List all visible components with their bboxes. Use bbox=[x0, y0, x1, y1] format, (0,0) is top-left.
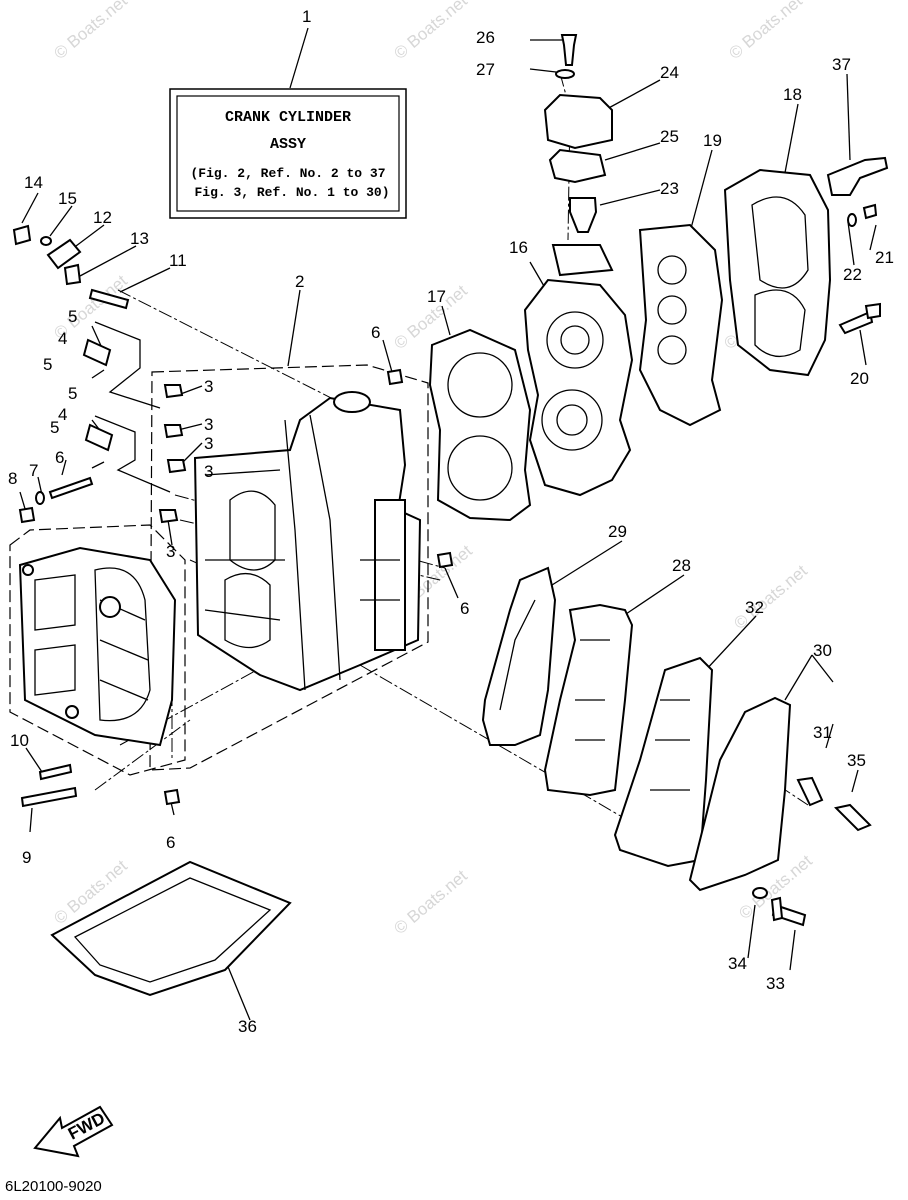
part-number: 24 bbox=[660, 63, 679, 82]
part-number: 4 bbox=[58, 405, 67, 424]
part-number: 6 bbox=[166, 833, 175, 852]
part-number: 16 bbox=[509, 238, 528, 257]
part-number: 3 bbox=[204, 462, 213, 481]
part-number: 1 bbox=[302, 7, 311, 26]
info-box-line4: Fig. 3, Ref. No. 1 to 30) bbox=[194, 185, 389, 200]
part-number: 25 bbox=[660, 127, 679, 146]
part-number: 8 bbox=[8, 469, 17, 488]
part-number: 4 bbox=[58, 329, 67, 348]
part-number: 12 bbox=[93, 208, 112, 227]
part-number: 32 bbox=[745, 598, 764, 617]
part-number: 3 bbox=[204, 377, 213, 396]
part-number: 17 bbox=[427, 287, 446, 306]
part-number: 10 bbox=[10, 731, 29, 750]
part-number: 6 bbox=[371, 323, 380, 342]
small-parts-bottom bbox=[752, 776, 872, 927]
part-number: 6 bbox=[55, 448, 64, 467]
part-number: 31 bbox=[813, 723, 832, 742]
bottom-gasket bbox=[50, 860, 292, 997]
fwd-arrow: FWD bbox=[33, 1105, 114, 1158]
head-gasket bbox=[428, 328, 532, 522]
part-number: 28 bbox=[672, 556, 691, 575]
part-number: 18 bbox=[783, 85, 802, 104]
info-box-line3: (Fig. 2, Ref. No. 2 to 37 bbox=[190, 166, 385, 181]
info-box: CRANK CYLINDER ASSY (Fig. 2, Ref. No. 2 … bbox=[169, 88, 407, 219]
part-number: 5 bbox=[50, 418, 59, 437]
info-box-line1: CRANK CYLINDER bbox=[225, 109, 351, 126]
part-number: 9 bbox=[22, 848, 31, 867]
info-box-line2: ASSY bbox=[270, 136, 306, 153]
part-number: 3 bbox=[204, 415, 213, 434]
part-number: 6 bbox=[460, 599, 469, 618]
watermark: © Boats.net bbox=[730, 561, 811, 633]
part-number: 21 bbox=[875, 248, 894, 267]
part-number: 7 bbox=[29, 461, 38, 480]
part-number: 5 bbox=[43, 355, 52, 374]
part-number: 3 bbox=[166, 542, 175, 561]
part-number: 19 bbox=[703, 131, 722, 150]
drawing-code: 6L20100-9020 bbox=[5, 1178, 102, 1195]
assembly-outline bbox=[9, 364, 429, 776]
part-number: 13 bbox=[130, 229, 149, 248]
part-number: 3 bbox=[204, 434, 213, 453]
water-cover bbox=[723, 168, 832, 377]
cylinder-block bbox=[193, 391, 422, 692]
part-labels: 1 2 3 3 3 3 3 4 4 5 5 5 5 6 6 6 6 7 8 9 … bbox=[8, 7, 894, 1036]
watermark: © Boats.net bbox=[390, 866, 471, 938]
watermark: © Boats.net bbox=[725, 0, 806, 63]
part-number: 2 bbox=[295, 272, 304, 291]
exhaust-plates bbox=[481, 566, 792, 892]
part-number: 30 bbox=[813, 641, 832, 660]
part-number: 5 bbox=[68, 384, 77, 403]
part-number: 5 bbox=[68, 307, 77, 326]
watermark: © Boats.net bbox=[390, 0, 471, 63]
part-number: 20 bbox=[850, 369, 869, 388]
part-number: 15 bbox=[58, 189, 77, 208]
part-number: 22 bbox=[843, 265, 862, 284]
part-number: 29 bbox=[608, 522, 627, 541]
part-number: 35 bbox=[847, 751, 866, 770]
part-number: 36 bbox=[238, 1017, 257, 1036]
small-parts-top bbox=[543, 34, 889, 335]
watermark: © Boats.net bbox=[50, 0, 131, 63]
cover-gasket bbox=[638, 223, 724, 427]
cylinder-head bbox=[523, 244, 634, 497]
crankcase bbox=[18, 546, 177, 747]
part-number: 27 bbox=[476, 60, 495, 79]
part-number: 37 bbox=[832, 55, 851, 74]
small-parts-left bbox=[12, 224, 454, 808]
part-number: 23 bbox=[660, 179, 679, 198]
part-number: 34 bbox=[728, 954, 747, 973]
part-number: 14 bbox=[24, 173, 43, 192]
part-number: 26 bbox=[476, 28, 495, 47]
part-number: 11 bbox=[169, 251, 187, 270]
part-number: 33 bbox=[766, 974, 785, 993]
